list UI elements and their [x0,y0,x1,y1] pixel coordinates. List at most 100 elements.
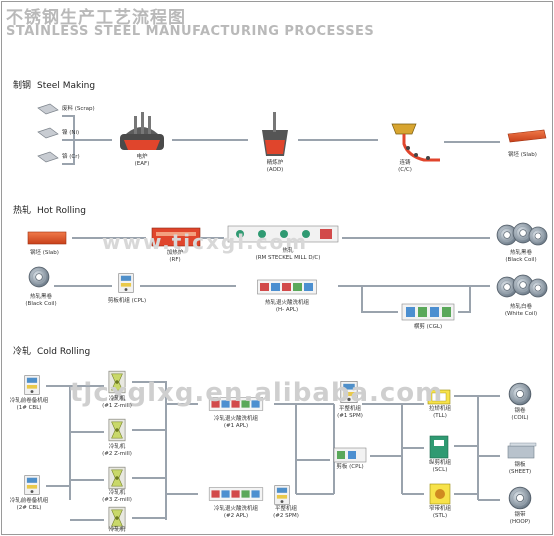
section-steel-making-en: Steel Making [37,81,96,91]
label-black-coil-out: 热轧黑卷 (Black Coil) [498,250,544,264]
label-apl2-cn: 冷轧退火酸洗机组 [213,506,258,512]
label-black-coil-out-cn: 热轧黑卷 [509,250,532,256]
stl-icon [429,483,451,505]
label-cbl2-en: (2# CBL) [16,505,42,511]
label-stl-cn: 窄带机组 [428,506,451,512]
label-spm1-cn: 平整机组 [338,406,361,412]
label-apl2: 冷轧退火酸洗机组 (#2 APL) [200,506,272,520]
eaf-icon [120,112,164,150]
label-hoop: 钢带 (HOOP) [500,512,540,526]
label-coil-en: (COIL) [511,415,529,421]
cbl2-icon [24,475,40,495]
label-black-coil-out-en: (Black Coil) [505,257,537,263]
label-sheet-cn: 钢板 [514,462,526,468]
label-tll-en: (TLL) [433,413,447,419]
label-eaf-cn: 电炉 [136,154,148,160]
label-zmill2: 冷轧机 (#2 Z-mill) [98,444,136,458]
label-hr-cgl: 横剪 (CGL) [413,324,443,330]
label-cc-cn: 连铸 [399,160,411,166]
label-spm2-en: (#2 SPM) [273,513,299,519]
label-stl: 窄带机组 (STL) [422,506,458,520]
label-ni: 镍 (Ni) [62,130,80,136]
label-apl1-cn: 冷轧退火酸洗机组 [213,416,258,422]
label-rf: 加热炉 (RF) [160,250,190,264]
label-scl-cn: 纵剪机组 [428,460,451,466]
tll-icon [427,389,451,405]
label-cbl2-cn: 冷轧前卷备机组 [9,498,49,504]
label-mill: 热轧 (RM STECKEL MILL D/C) [238,248,338,262]
label-zmill1: 冷轧机 (#1 Z-mill) [98,396,136,410]
hr-cgl-icon [401,303,455,321]
continuous-caster-icon [391,123,440,162]
spm2-icon [274,485,290,505]
label-coil: 钢卷 (COIL) [500,408,540,422]
label-black-coil-in: 热轧黑卷 (Black Coil) [20,294,62,308]
label-aod-en: (AOD) [266,167,284,173]
hoop-product-icon [508,486,532,510]
white-coil-icon-3 [528,278,548,298]
cbl1-icon [24,375,40,395]
chromium-icon [37,151,59,163]
scl-icon [429,435,449,459]
label-zmill3-en: (#3 Z-mill) [102,497,132,503]
section-cold-rolling-en: Cold Rolling [37,347,91,357]
label-tll-cn: 拉矫机组 [428,406,451,412]
label-hoop-en: (HOOP) [509,519,531,525]
label-zmill1-cn: 冷轧机 [108,396,126,402]
label-scrap: 废料 (Scrap) [62,106,95,112]
label-spm2: 平整机组 (#2 SPM) [266,506,306,520]
label-apl1-en: (#1 APL) [223,423,249,429]
label-mill-en: (RM STECKEL MILL D/C) [255,255,321,261]
label-slab: 钢坯 (Slab) [508,152,537,158]
label-white-coil: 热轧白卷 (White Coil) [498,304,544,318]
label-hr-slab: 钢坯 (Slab) [30,250,59,256]
label-cc: 连铸 (C/C) [390,160,420,174]
slab-icon [507,129,547,143]
section-hot-rolling-cn: 热轧 [13,206,32,216]
hr-cpl-icon [118,273,134,293]
title-english: STAINLESS STEEL MANUFACTURING PROCESSES [6,24,375,39]
black-coil-in-icon [28,266,50,288]
label-tll: 拉矫机组 (TLL) [422,406,458,420]
cr-line-cbl-zmill [46,385,104,521]
label-black-coil-in-en: (Black Coil) [25,301,57,307]
rolling-mill-icon [227,225,339,243]
section-steel-making: 制钢 Steel Making [13,78,95,91]
label-cbl1: 冷轧前卷备机组 (1# CBL) [2,398,56,412]
sheet-product-icon [507,442,537,459]
label-sheet-en: (SHEET) [508,469,532,475]
label-cbl1-cn: 冷轧前卷备机组 [9,398,49,404]
section-steel-making-cn: 制钢 [13,81,32,91]
section-hot-rolling-en: Hot Rolling [37,206,86,216]
label-zmill4: 冷轧机 [98,527,136,534]
hr-line-apl-whitecoil [338,285,490,313]
label-hoop-cn: 钢带 [514,512,526,518]
label-hr-cpl: 剪板机组 (CPL) [107,298,147,304]
label-hapl: 热轧退火酸洗机组 (H- APL) [252,300,322,314]
cr-cpl-icon [333,447,367,463]
label-black-coil-in-cn: 热轧黑卷 [29,294,52,300]
label-hapl-cn: 热轧退火酸洗机组 [264,300,309,306]
cr-line-finishing-products [454,395,500,501]
label-cbl1-en: (1# CBL) [16,405,42,411]
label-coil-cn: 钢卷 [514,408,526,414]
label-aod: 精炼炉 (AOD) [260,160,290,174]
label-scl: 纵剪机组 (SCL) [422,460,458,474]
scrap-icon [37,103,59,115]
aod-icon [262,112,288,156]
label-zmill2-cn: 冷轧机 [108,444,126,450]
label-sheet: 钢板 (SHEET) [500,462,540,476]
section-cold-rolling-cn: 冷轧 [13,347,32,357]
apl2-icon [208,487,264,501]
cr-line-spm-finishing [362,403,424,495]
label-aod-cn: 精炼炉 [266,160,284,166]
label-zmill4-cn: 冷轧机 [108,527,126,533]
label-zmill1-en: (#1 Z-mill) [102,403,132,409]
label-eaf: 电炉 (EAF) [127,154,157,168]
cr-line-apl-spm [274,403,335,495]
label-scl-en: (SCL) [432,467,448,473]
hr-slab-icon [27,231,67,245]
hr-apl-icon [256,279,318,295]
